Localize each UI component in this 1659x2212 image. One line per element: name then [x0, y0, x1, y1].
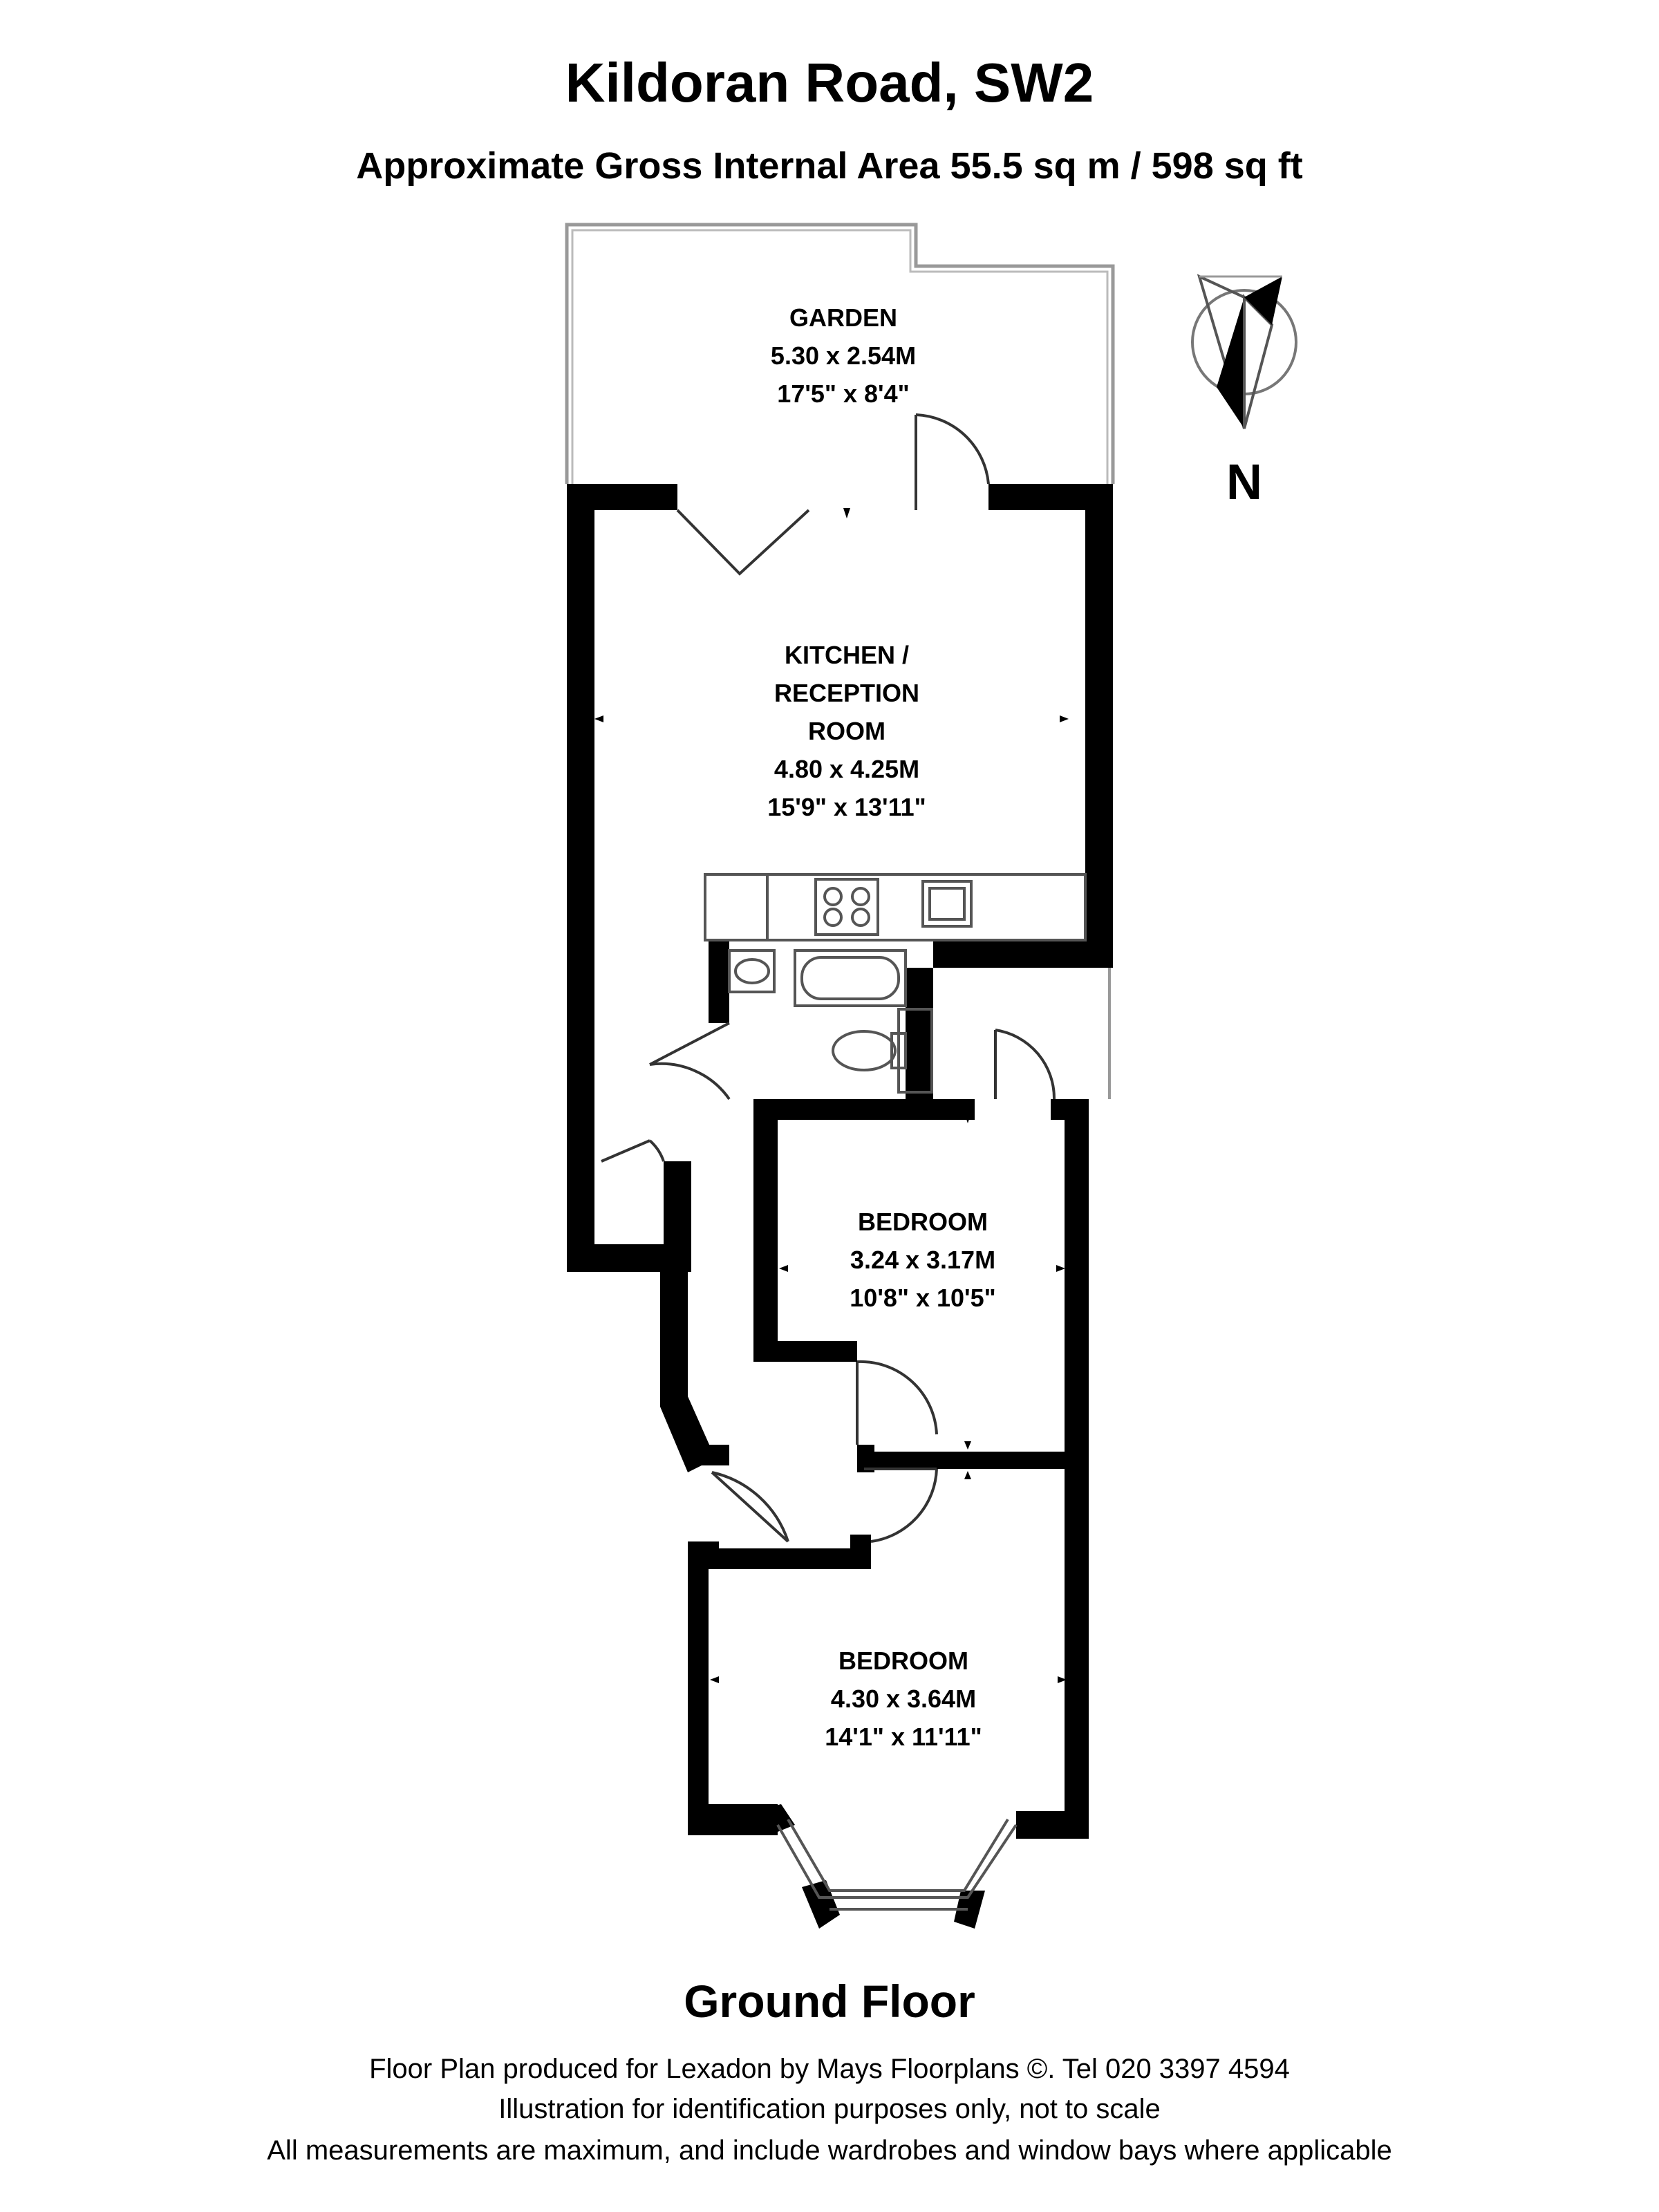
kitchen-metric: 4.80 x 4.25M	[774, 755, 919, 783]
walls	[567, 484, 1113, 1929]
bay-window	[776, 1818, 1018, 1911]
garden-metric: 5.30 x 2.54M	[771, 341, 916, 370]
kitchen-label-3: ROOM	[808, 717, 885, 745]
garden-imperial: 17'5" x 8'4"	[777, 379, 909, 408]
garden-label: GARDEN	[789, 303, 897, 332]
bedroom2-metric: 4.30 x 3.64M	[831, 1685, 976, 1713]
dimension-markers	[594, 508, 1069, 1683]
bedroom1-imperial: 10'8" x 10'5"	[850, 1284, 995, 1312]
kitchen-label-1: KITCHEN /	[785, 641, 909, 669]
bedroom1-label: BEDROOM	[858, 1208, 988, 1236]
garden-boundary-inner	[571, 229, 1109, 484]
kitchen-label-2: RECEPTION	[774, 679, 919, 707]
bathroom-fixtures	[728, 949, 933, 1094]
gross-area: Approximate Gross Internal Area 55.5 sq …	[356, 145, 1303, 187]
bedroom2-label: BEDROOM	[838, 1647, 968, 1675]
page-title: Kildoran Road, SW2	[565, 52, 1094, 113]
footer-measurements: All measurements are maximum, and includ…	[267, 2135, 1392, 2166]
footer-disclaimer: Illustration for identification purposes…	[498, 2094, 1161, 2124]
north-label: N	[1226, 455, 1262, 510]
bedroom2-imperial: 14'1" x 11'11"	[825, 1723, 982, 1751]
compass-icon	[1191, 274, 1297, 429]
garden-boundary	[565, 223, 1115, 484]
floor-name: Ground Floor	[684, 1976, 975, 2027]
kitchen-imperial: 15'9" x 13'11"	[767, 793, 926, 821]
bedroom1-metric: 3.24 x 3.17M	[850, 1246, 995, 1274]
doors	[601, 413, 1056, 1543]
kitchen-worktop	[704, 873, 1087, 941]
footer-credit: Floor Plan produced for Lexadon by Mays …	[369, 2054, 1290, 2084]
